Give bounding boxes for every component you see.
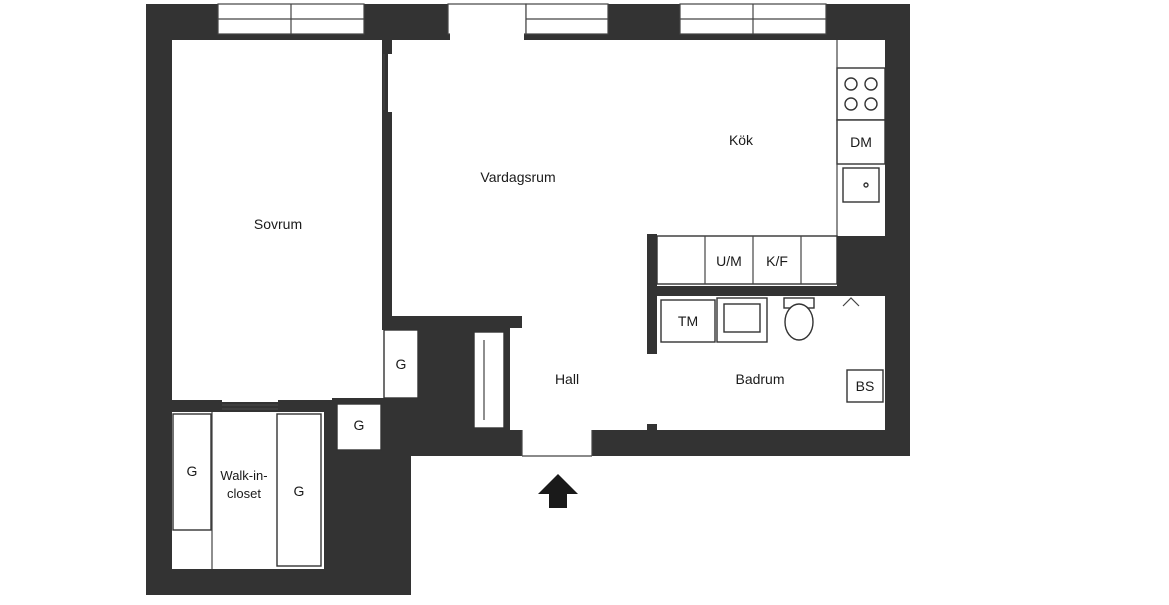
hall-floor-top bbox=[520, 300, 657, 330]
washing-machine bbox=[660, 299, 716, 343]
room-label-walkin-1: Walk-in- bbox=[220, 468, 267, 483]
fixture-label-g-3: G bbox=[187, 463, 198, 479]
wardrobe-g-4 bbox=[276, 413, 322, 567]
wall-hall-top bbox=[382, 316, 522, 328]
room-label-vardagsrum: Vardagsrum bbox=[480, 169, 555, 185]
toilet-bowl bbox=[784, 303, 814, 341]
windows bbox=[217, 3, 827, 112]
hall-floor bbox=[510, 326, 657, 430]
burner-icon bbox=[864, 77, 878, 91]
entrance-door bbox=[522, 428, 592, 458]
wardrobe-g-2 bbox=[336, 403, 382, 451]
wardrobe-g-1 bbox=[383, 329, 419, 399]
sink bbox=[842, 167, 880, 203]
fixture-label-g-2: G bbox=[354, 417, 365, 433]
fixture-label-g-1: G bbox=[396, 356, 407, 372]
wall-bath-door-stub bbox=[647, 424, 657, 434]
room-label-walkin-2: closet bbox=[227, 486, 261, 501]
room-label-kok: Kök bbox=[729, 132, 754, 148]
sovrum-floor bbox=[172, 40, 382, 402]
entrance-arrow-icon bbox=[538, 474, 578, 508]
burner-icon bbox=[844, 77, 858, 91]
hall-cabinet bbox=[473, 331, 505, 429]
stove bbox=[836, 67, 886, 121]
kitchen-fixtures bbox=[656, 40, 886, 285]
fixture-label-bs: BS bbox=[856, 378, 875, 394]
drain-icon bbox=[863, 182, 869, 188]
burner-icon bbox=[864, 97, 878, 111]
wardrobe-g-3 bbox=[172, 413, 212, 531]
wall-bath-top bbox=[647, 286, 885, 296]
wall-sovrum-living bbox=[382, 110, 392, 320]
wardrobes bbox=[172, 329, 419, 569]
burner-icon bbox=[844, 97, 858, 111]
interior-walls bbox=[172, 110, 885, 456]
wall-kitchen-right bbox=[837, 236, 885, 288]
fixture-label-um: U/M bbox=[716, 253, 742, 269]
fixture-label-dm: DM bbox=[850, 134, 872, 150]
labels: Sovrum Vardagsrum Kök Hall Badrum Walk-i… bbox=[187, 132, 875, 501]
room-label-badrum: Badrum bbox=[735, 371, 784, 387]
fixture-label-g-4: G bbox=[294, 483, 305, 499]
fixture-label-tm: TM bbox=[678, 313, 698, 329]
wall-wardrobe-divider bbox=[332, 398, 384, 404]
wall-bath-left bbox=[647, 296, 657, 354]
bs-cabinet bbox=[846, 369, 884, 403]
bathroom-fixtures bbox=[660, 297, 884, 403]
wall-hall-left bbox=[418, 326, 474, 456]
fixture-label-kf: K/F bbox=[766, 253, 788, 269]
dishwasher bbox=[836, 119, 886, 165]
bath-sink-bowl bbox=[723, 303, 761, 333]
wall-closet-top bbox=[172, 400, 222, 412]
room-label-hall: Hall bbox=[555, 371, 579, 387]
vent-icon bbox=[842, 297, 860, 307]
counter bbox=[656, 235, 838, 285]
window-2 bbox=[447, 3, 527, 35]
wall-kitchen-stub bbox=[647, 234, 657, 292]
hall-elements bbox=[473, 331, 593, 508]
room-label-sovrum: Sovrum bbox=[254, 216, 302, 232]
wall-closet-top-right bbox=[278, 400, 338, 412]
